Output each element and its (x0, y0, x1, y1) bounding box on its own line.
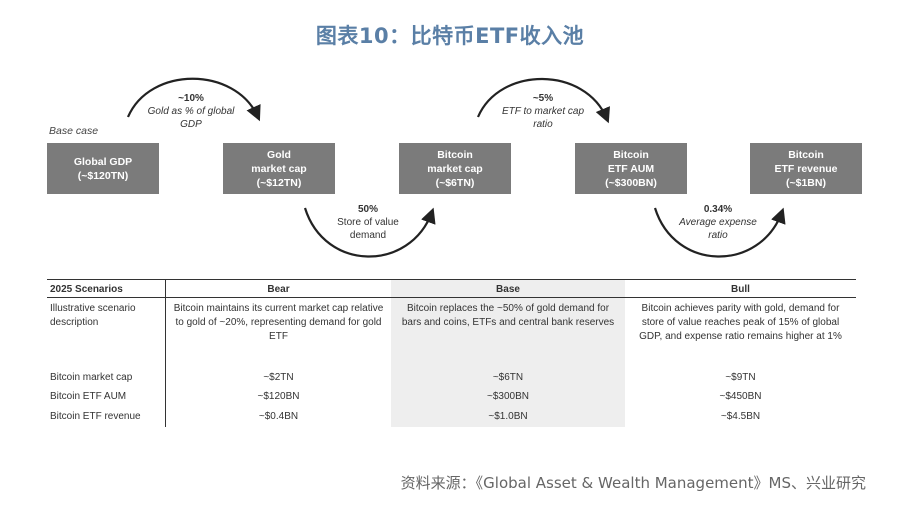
table-header-bull: Bull (731, 284, 750, 295)
description-line: to gold of ~20%, representing demand for… (175, 317, 382, 328)
description-line: Bitcoin replaces the ~50% of gold demand… (406, 303, 610, 314)
base-description: Bitcoin replaces the ~50% of gold demand… (391, 302, 625, 330)
box-line: market cap (427, 162, 483, 175)
box-line: Gold (267, 148, 291, 161)
box-line: (~$1BN) (786, 176, 826, 189)
box-line: (~$300BN) (605, 176, 657, 189)
annotation-value: 50% (357, 204, 378, 215)
box-line: Bitcoin (613, 148, 649, 161)
annotation-text: GDP (180, 119, 202, 130)
annotation-value: 0.34% (703, 204, 733, 215)
bear-description: Bitcoin maintains its current market cap… (166, 302, 391, 344)
description-line: bars and coins, ETFs and central bank re… (401, 317, 615, 328)
arrow-bitcoin-to-etf-aum (476, 78, 610, 124)
box-line: market cap (251, 162, 307, 175)
annotation-value: ~5% (532, 93, 554, 104)
table-row-label: Bitcoin market cap (50, 372, 133, 383)
box-line: Bitcoin (788, 148, 824, 161)
table-cell-bear: ~$0.4BN (258, 411, 299, 422)
table-cell-base: ~$300BN (487, 391, 529, 402)
description-line: ETF (269, 331, 288, 342)
page-title: 图表10：比特币ETF收入池 (315, 24, 585, 48)
box-bitcoin-etf-aum: Bitcoin ETF AUM (~$300BN) (575, 143, 687, 194)
description-line: store of value reaches peak of 15% of gl… (641, 317, 840, 328)
annotation-etf-ratio: ~5% ETF to market cap ratio (488, 92, 598, 131)
annotation-text: ratio (708, 230, 728, 241)
box-line: ETF revenue (774, 162, 838, 175)
annotation-text: Gold as % of global (147, 106, 235, 117)
arrow-gdp-to-gold (126, 77, 261, 122)
box-line: Bitcoin (437, 148, 473, 161)
source-note: 资料来源：《Global Asset & Wealth Management》M… (400, 474, 866, 492)
table-cell-base: ~$1.0BN (488, 411, 528, 422)
annotation-text: Average expense (679, 217, 757, 228)
box-line: Global GDP (73, 155, 133, 168)
box-line: (~$120TN) (77, 169, 129, 182)
table-top-rule (47, 279, 856, 280)
description-line: Bitcoin achieves parity with gold, deman… (641, 303, 840, 314)
arrow-aum-to-revenue (653, 207, 786, 258)
box-bitcoin-market-cap: Bitcoin market cap (~$6TN) (399, 143, 511, 194)
arrow-gold-to-bitcoin (303, 207, 436, 258)
description-line: GDP, and expense ratio remains higher at… (639, 331, 842, 342)
table-cell-bull: ~$9TN (725, 372, 756, 383)
table-column-divider (165, 279, 166, 427)
table-cell-bear: ~$120BN (257, 391, 300, 402)
table-row-label-description: Illustrative scenario description (50, 302, 164, 330)
label-line: description (50, 317, 99, 328)
annotation-text: ETF to market cap (501, 106, 585, 117)
label-line: Illustrative scenario (50, 303, 136, 314)
table-header-bear: Bear (267, 284, 290, 295)
box-bitcoin-etf-revenue: Bitcoin ETF revenue (~$1BN) (750, 143, 862, 194)
annotation-gold-share: ~10% Gold as % of global GDP (136, 92, 246, 131)
table-row-label: Bitcoin ETF AUM (50, 391, 127, 402)
bull-description: Bitcoin achieves parity with gold, deman… (625, 302, 856, 344)
box-line: (~$12TN) (256, 176, 302, 189)
table-cell-bull: ~$450BN (719, 391, 762, 402)
description-line: Bitcoin maintains its current market cap… (173, 303, 384, 314)
annotation-text: Store of value (337, 217, 399, 228)
box-gold-market-cap: Gold market cap (~$12TN) (223, 143, 335, 194)
table-cell-bear: ~$2TN (263, 372, 294, 383)
box-global-gdp: Global GDP (~$120TN) (47, 143, 159, 194)
base-case-label: Base case (49, 125, 99, 137)
base-column-shade (391, 279, 625, 427)
table-cell-base: ~$6TN (492, 372, 524, 383)
box-line: (~$6TN) (435, 176, 475, 189)
table-row-label: Bitcoin ETF revenue (50, 411, 141, 422)
box-line: ETF AUM (607, 162, 655, 175)
annotation-text: ratio (533, 119, 553, 130)
annotation-expense-ratio: 0.34% Average expense ratio (666, 203, 770, 242)
annotation-value: ~10% (178, 93, 204, 104)
flow-arrows (126, 77, 786, 258)
annotation-text: demand (349, 230, 387, 241)
table-header-base: Base (496, 284, 520, 295)
table-header-scenarios: 2025 Scenarios (50, 284, 123, 295)
table-cell-bull: ~$4.5BN (720, 411, 761, 422)
annotation-store-of-value: 50% Store of value demand (316, 203, 420, 242)
table-header-rule (47, 297, 856, 298)
